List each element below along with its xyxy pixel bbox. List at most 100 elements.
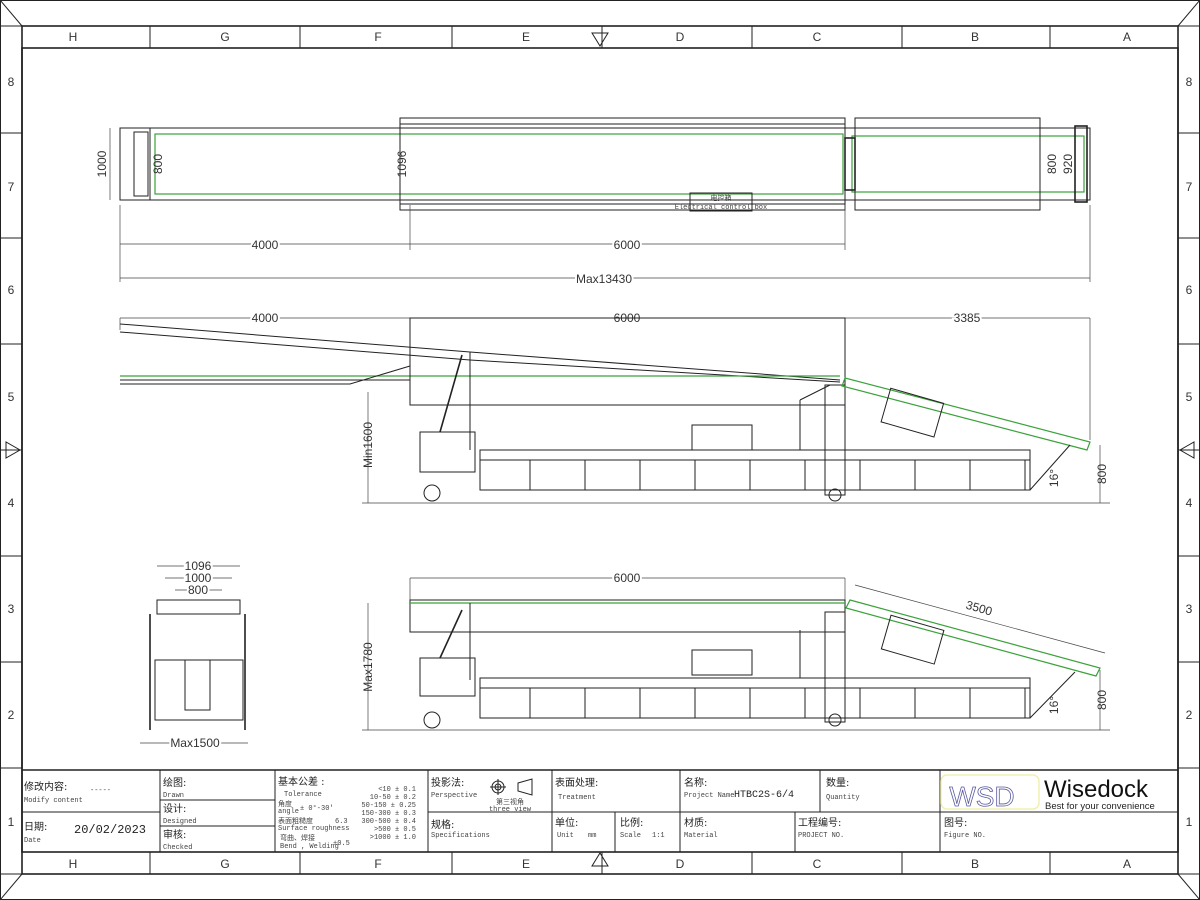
- name-value: HTBC2S-6/4: [734, 789, 794, 801]
- roughness-value: 6.3: [335, 818, 348, 826]
- top-view: 电控箱 Electrical control box 1000 800 1096…: [95, 117, 1091, 288]
- quantity-label: 数量:: [826, 776, 849, 789]
- figure-label: 图号:: [944, 817, 967, 829]
- unit-value: mm: [588, 832, 596, 840]
- scale-label-en: Scale: [620, 832, 641, 840]
- grid-row-label: 2: [1186, 708, 1193, 722]
- dim-end-height: 800: [1095, 464, 1109, 484]
- designed-label: 设计:: [163, 802, 186, 815]
- grid-row-label: 7: [1186, 180, 1193, 194]
- bend-value: ±0.5: [333, 840, 350, 848]
- dim-base: Max1500: [170, 736, 220, 750]
- tolerance-row: 10-50 ± 0.2: [370, 794, 416, 802]
- material-label-en: Material: [684, 832, 718, 840]
- side-view-min: 4000 6000 3385 Min1600 800 16°: [119, 309, 1110, 504]
- grid-column-label: E: [522, 30, 530, 44]
- tolerance-row: <10 ± 0.1: [378, 786, 416, 794]
- grid-row-label: 7: [8, 180, 15, 194]
- project-no-label: 工程编号:: [798, 816, 841, 829]
- perspective-label: 投影法:: [431, 776, 464, 789]
- name-label-en: Project Name: [684, 792, 734, 800]
- dim-len-b: 6000: [614, 238, 641, 252]
- title-block: 修改内容: Modify content ----- 日期: Date 20/0…: [22, 769, 1178, 852]
- grid-column-label: B: [971, 857, 979, 871]
- date-label-en: Date: [24, 837, 41, 845]
- tolerance-row: 300-500 ± 0.4: [361, 818, 416, 826]
- tolerance-row: >1000 ± 1.0: [370, 834, 416, 842]
- drawn-label-en: Drawn: [163, 792, 184, 800]
- grid-row-label: 6: [1186, 283, 1193, 297]
- tolerance-label: 基本公差 :: [278, 775, 325, 788]
- grid-column-label: A: [1123, 857, 1131, 871]
- logo-tagline: Best for your convenience: [1045, 801, 1155, 812]
- grid-column-label: A: [1123, 30, 1131, 44]
- dim-c: 3385: [954, 311, 981, 325]
- scale-label: 比例:: [620, 816, 643, 829]
- dim-mid-width: 1096: [395, 150, 409, 177]
- grid-column-label: F: [374, 857, 381, 871]
- grid-row-label: 5: [8, 390, 15, 404]
- roughness-label: 表面粗糙度: [278, 816, 313, 826]
- bend-label: 弯曲、焊接: [280, 833, 315, 843]
- modify-label: 修改内容:: [24, 780, 67, 793]
- dim-height: Max1780: [361, 642, 375, 692]
- logo-name: Wisedock: [1044, 776, 1149, 803]
- logo-mark: WSD: [949, 781, 1014, 812]
- grid-column-label: G: [220, 857, 229, 871]
- grid-column-label: E: [522, 857, 530, 871]
- dim-angle: 16°: [1047, 469, 1061, 487]
- dim-height: Min1600: [361, 422, 375, 468]
- date-label: 日期:: [24, 821, 47, 833]
- grid-column-label: F: [374, 30, 381, 44]
- grid-row-label: 8: [1186, 75, 1193, 89]
- angle-value: ± 0°-30': [300, 804, 334, 813]
- treatment-label: 表面处理:: [555, 776, 598, 789]
- dim-w2: 1000: [185, 571, 212, 585]
- grid-row-label: 2: [8, 708, 15, 722]
- grid-row-label: 3: [1186, 602, 1193, 616]
- drawn-label: 绘图:: [163, 776, 186, 789]
- grid-row-label: 1: [8, 815, 15, 829]
- modify-label-en: Modify content: [24, 797, 83, 805]
- treatment-label-en: Treatment: [558, 794, 596, 802]
- modify-value: -----: [90, 787, 111, 795]
- grid-column-label: C: [813, 857, 822, 871]
- tolerance-row: 150-300 ± 0.3: [361, 810, 416, 818]
- figure-label-en: Figure NO.: [944, 832, 986, 840]
- grid-column-label: H: [69, 857, 78, 871]
- designed-label-en: Designed: [163, 818, 197, 826]
- grid-row-label: 3: [8, 602, 15, 616]
- roughness-label-en: Surface roughness: [278, 825, 349, 833]
- spec-label: 规格:: [431, 818, 454, 831]
- grid-column-label: H: [69, 30, 78, 44]
- view-label: 第三视角: [496, 797, 524, 807]
- unit-label: 单位:: [555, 816, 578, 829]
- front-view: 1096 1000 800 Max1500: [140, 557, 248, 752]
- control-box-label-cn: 电控箱: [711, 193, 732, 203]
- checked-label: 审核:: [163, 828, 186, 841]
- dim-w1: 1096: [185, 559, 212, 573]
- grid-row-label: 6: [8, 283, 15, 297]
- dim-left-belt: 800: [151, 154, 165, 174]
- spec-label-en: Specifications: [431, 832, 490, 840]
- quantity-label-en: Quantity: [826, 794, 860, 802]
- control-box-label-en: Electrical control box: [675, 204, 767, 212]
- checked-label-en: Checked: [163, 844, 192, 852]
- grid-row-label: 4: [8, 496, 15, 510]
- side-view-max: 6000 3500 Max1780 800 16°: [361, 569, 1110, 731]
- dim-incline: 3500: [964, 598, 994, 619]
- center-mark-icon: [591, 852, 609, 867]
- dim-right-width: 920: [1061, 154, 1075, 174]
- wisedock-logo: WSD Wisedock Best for your convenience: [940, 774, 1155, 812]
- tolerance-label-en: Tolerance: [284, 791, 322, 799]
- name-label: 名称:: [684, 776, 707, 789]
- angle-label: 角度: [278, 799, 292, 809]
- dim-w3: 800: [188, 583, 208, 597]
- grid-row-label: 4: [1186, 496, 1193, 510]
- grid-column-label: G: [220, 30, 229, 44]
- date-value: 20/02/2023: [74, 823, 146, 837]
- grid-row-label: 1: [1186, 815, 1193, 829]
- grid-row-label: 5: [1186, 390, 1193, 404]
- dim-b: 6000: [614, 571, 641, 585]
